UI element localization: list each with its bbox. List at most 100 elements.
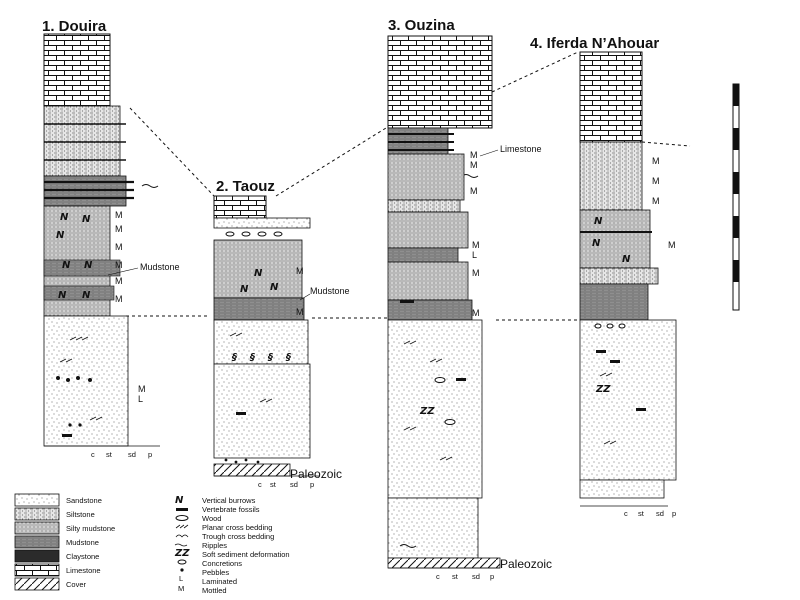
scale-bar <box>732 83 740 311</box>
legend-cover: Cover <box>66 580 87 589</box>
ripples-icon <box>174 543 188 547</box>
svg-text:§: § <box>267 352 273 363</box>
svg-text:M: M <box>296 266 304 276</box>
label-paleozoic-ouzina: Paleozoic <box>500 557 552 571</box>
svg-text:M: M <box>472 308 480 318</box>
svg-text:c: c <box>624 509 628 518</box>
svg-text:M: M <box>470 150 478 160</box>
svg-text:§: § <box>285 352 291 363</box>
legend-laminated: Laminated <box>202 577 237 586</box>
legend-soft-sediment-deformation: Soft sediment deformation <box>202 550 290 559</box>
correlation-lines <box>126 51 691 321</box>
svg-text:§: § <box>231 352 237 363</box>
soft-sediment-deformation-icon: ZZ <box>174 548 190 559</box>
legend-lithology: Sandstone Siltstone Silty mudstone Mudst… <box>14 493 115 591</box>
column-title-ouzina: 3. Ouzina <box>388 17 455 34</box>
legend-sandstone: Sandstone <box>66 496 102 505</box>
svg-text:N: N <box>622 254 631 265</box>
svg-text:M: M <box>472 240 480 250</box>
column-title-iferda-nahouar: 4. Iferda N’Ahouar <box>530 35 659 52</box>
vertebrate-fossil-icon <box>176 508 188 511</box>
svg-text:sd: sd <box>128 450 136 459</box>
svg-text:p: p <box>672 509 676 518</box>
column-title-taouz: 2. Taouz <box>216 178 275 195</box>
legend-claystone: Claystone <box>66 552 99 561</box>
legend-pebbles: Pebbles <box>202 568 229 577</box>
legend-siltstone: Siltstone <box>66 510 95 519</box>
svg-text:M: M <box>652 196 660 206</box>
legend-mudstone: Mudstone <box>66 538 99 547</box>
legend-vertical-burrows: Vertical burrows <box>202 496 256 505</box>
svg-text:N: N <box>594 216 603 227</box>
legend-vertebrate-fossils: Vertebrate fossils <box>202 505 260 514</box>
svg-text:M: M <box>472 268 480 278</box>
svg-text:N: N <box>62 260 71 271</box>
svg-text:ZZ: ZZ <box>595 384 611 395</box>
concretions-icon <box>177 559 187 565</box>
svg-text:M: M <box>668 240 676 250</box>
svg-text:M: M <box>115 276 123 286</box>
svg-text:N: N <box>82 214 91 225</box>
vertical-burrows-icon: N <box>175 495 184 506</box>
svg-text:N: N <box>240 284 249 295</box>
column-title-douira: 1. Douira <box>42 18 107 35</box>
svg-text:sd: sd <box>472 572 480 581</box>
svg-text:M: M <box>470 186 478 196</box>
wood-icon <box>175 515 189 521</box>
svg-text:ZZ: ZZ <box>419 406 435 417</box>
svg-text:N: N <box>270 282 279 293</box>
legend-ripples: Ripples <box>202 541 227 550</box>
svg-text:§: § <box>249 352 255 363</box>
legend-concretions: Concretions <box>202 559 242 568</box>
label-limestone-ouzina: Limestone <box>500 144 542 154</box>
svg-text:c: c <box>436 572 440 581</box>
svg-text:c: c <box>91 450 95 459</box>
svg-text:M: M <box>115 294 123 304</box>
label-paleozoic-taouz: Paleozoic <box>290 467 342 481</box>
laminated-symbol: L <box>179 574 183 583</box>
legend-limestone: Limestone <box>66 566 101 575</box>
svg-text:M: M <box>470 160 478 170</box>
svg-text:N: N <box>56 230 65 241</box>
svg-text:M: M <box>652 156 660 166</box>
pebbles-icon <box>180 568 184 572</box>
svg-text:st: st <box>638 509 645 518</box>
svg-text:p: p <box>490 572 494 581</box>
svg-text:N: N <box>254 268 263 279</box>
planar-cross-bedding-icon <box>175 524 189 529</box>
label-mudstone-douira: Mudstone <box>140 262 180 272</box>
legend-mottled: Mottled <box>202 586 227 595</box>
legend-trough-cross-bedding: Trough cross bedding <box>202 532 274 541</box>
svg-text:N: N <box>82 290 91 301</box>
svg-text:N: N <box>592 238 601 249</box>
legend-planar-cross-bedding: Planar cross bedding <box>202 523 272 532</box>
svg-text:M: M <box>138 384 146 394</box>
svg-text:N: N <box>84 260 93 271</box>
svg-text:M: M <box>296 307 304 317</box>
mottled-symbol: M <box>178 584 184 593</box>
label-mudstone-taouz: Mudstone <box>310 286 350 296</box>
svg-text:M: M <box>652 176 660 186</box>
svg-text:st: st <box>270 480 277 489</box>
svg-text:sd: sd <box>290 480 298 489</box>
legend-symbols: N ZZ L M Vertical burrows Vertebrate fos… <box>174 495 290 595</box>
column-ouzina: 3. Ouzina MM Limestone M ML M M ZZ Paleo… <box>387 17 552 581</box>
column-taouz: 2. Taouz NNN M M Mudstone §§§§ Paleozoic… <box>213 178 350 489</box>
svg-text:sd: sd <box>656 509 664 518</box>
svg-text:st: st <box>106 450 113 459</box>
svg-text:N: N <box>60 212 69 223</box>
svg-text:c: c <box>258 480 262 489</box>
svg-text:st: st <box>452 572 459 581</box>
trough-cross-bedding-icon <box>175 534 189 538</box>
svg-text:M: M <box>115 260 123 270</box>
svg-text:L: L <box>138 394 143 404</box>
svg-text:p: p <box>310 480 314 489</box>
svg-text:p: p <box>148 450 152 459</box>
svg-text:M: M <box>115 210 123 220</box>
legend-wood: Wood <box>202 514 221 523</box>
svg-text:L: L <box>472 250 477 260</box>
svg-text:N: N <box>58 290 67 301</box>
